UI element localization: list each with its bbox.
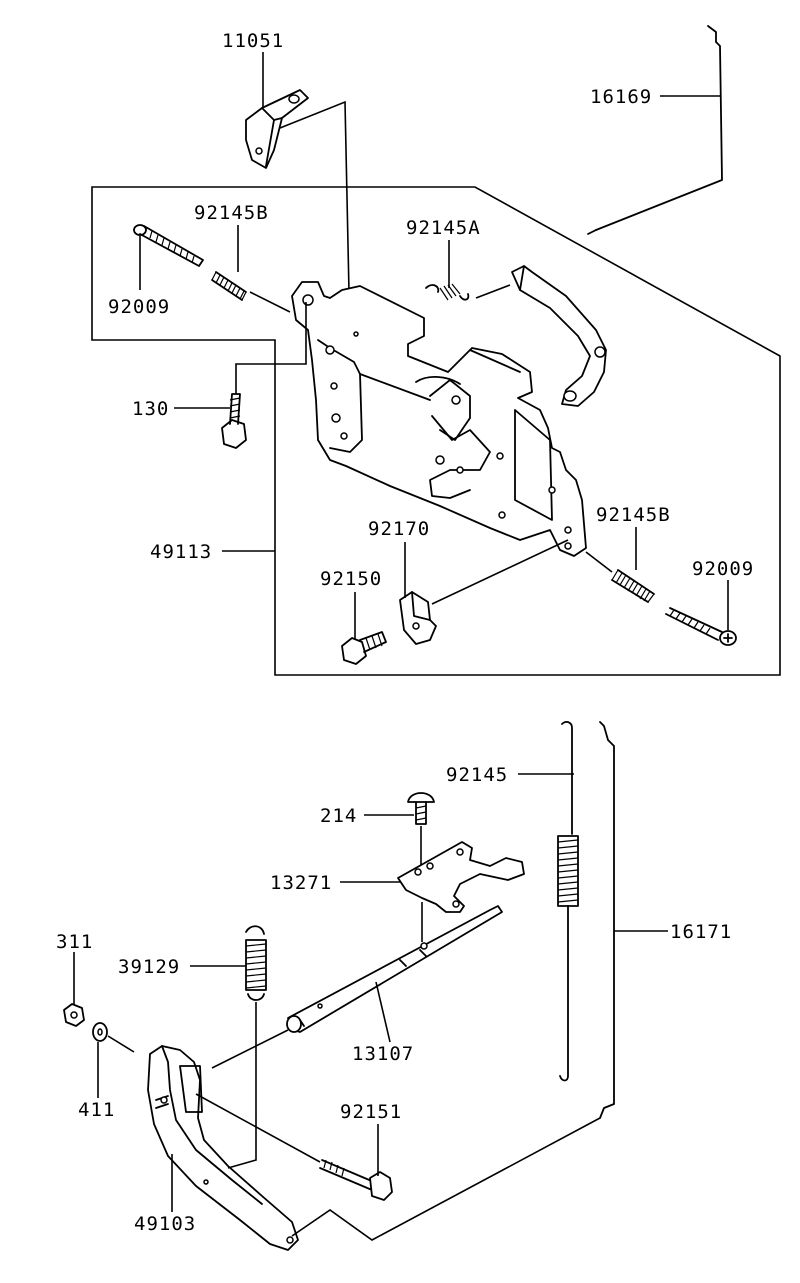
label-92145: 92145 <box>446 764 508 786</box>
part-311-nut <box>63 1003 85 1027</box>
part-92170-clip <box>399 591 437 645</box>
label-49113: 49113 <box>150 541 212 563</box>
part-13107-shaft <box>286 905 503 1033</box>
label-130: 130 <box>132 398 169 420</box>
label-311: 311 <box>56 931 93 953</box>
label-92009-bottom: 92009 <box>692 558 754 580</box>
part-92151-bolt <box>319 1159 393 1201</box>
assembly-frame-49113 <box>91 186 781 676</box>
leader-92145A-axis <box>475 284 511 299</box>
label-49103: 49103 <box>134 1213 196 1235</box>
leader-130-axis <box>235 302 307 394</box>
label-92170: 92170 <box>368 518 430 540</box>
part-92150-bolt <box>341 631 387 665</box>
label-92151: 92151 <box>340 1101 402 1123</box>
part-11051-bracket <box>245 89 309 169</box>
part-92145-long-spring <box>557 721 579 1082</box>
label-13271: 13271 <box>270 872 332 894</box>
leader-92151-axis <box>195 1093 321 1163</box>
part-13271-plate <box>397 841 525 913</box>
leader-49103-shaft <box>211 1029 289 1069</box>
leader-92170-axis <box>431 539 569 605</box>
part-92009-screw-bottom <box>665 607 737 646</box>
label-92150: 92150 <box>320 568 382 590</box>
label-13107: 13107 <box>352 1043 414 1065</box>
label-92145B-bottom: 92145B <box>596 504 671 526</box>
part-92145B-spring-bottom <box>611 569 655 603</box>
part-49103-lever <box>147 1045 299 1251</box>
part-16171-rod <box>599 721 615 1119</box>
leader-13107 <box>375 981 391 1043</box>
label-92145A: 92145A <box>406 217 481 239</box>
leader-49103-link <box>291 1117 601 1241</box>
part-49113-control-plate <box>291 281 587 557</box>
label-214: 214 <box>320 805 357 827</box>
label-92009-top: 92009 <box>108 296 170 318</box>
label-16171: 16171 <box>670 921 732 943</box>
leader-411-axis <box>107 1035 135 1053</box>
part-411-washer <box>92 1022 108 1042</box>
label-411: 411 <box>78 1099 115 1121</box>
label-92145B-top: 92145B <box>194 202 269 224</box>
label-16169: 16169 <box>590 86 652 108</box>
leader-11051-mount <box>279 100 351 341</box>
leader-92145B-top-axis <box>249 291 291 313</box>
part-16169-rod <box>587 25 723 235</box>
part-92145A-spring <box>425 283 470 301</box>
label-11051: 11051 <box>222 30 284 52</box>
part-upper-lever-arm <box>511 265 607 407</box>
part-214-screw <box>407 792 435 825</box>
part-92145B-spring-top <box>211 271 247 301</box>
part-92009-screw-top <box>133 224 204 267</box>
part-39129-spring <box>245 925 267 1001</box>
label-39129: 39129 <box>118 956 180 978</box>
leader-92145B-bottom-axis <box>585 551 613 573</box>
part-130-bolt <box>221 393 247 449</box>
